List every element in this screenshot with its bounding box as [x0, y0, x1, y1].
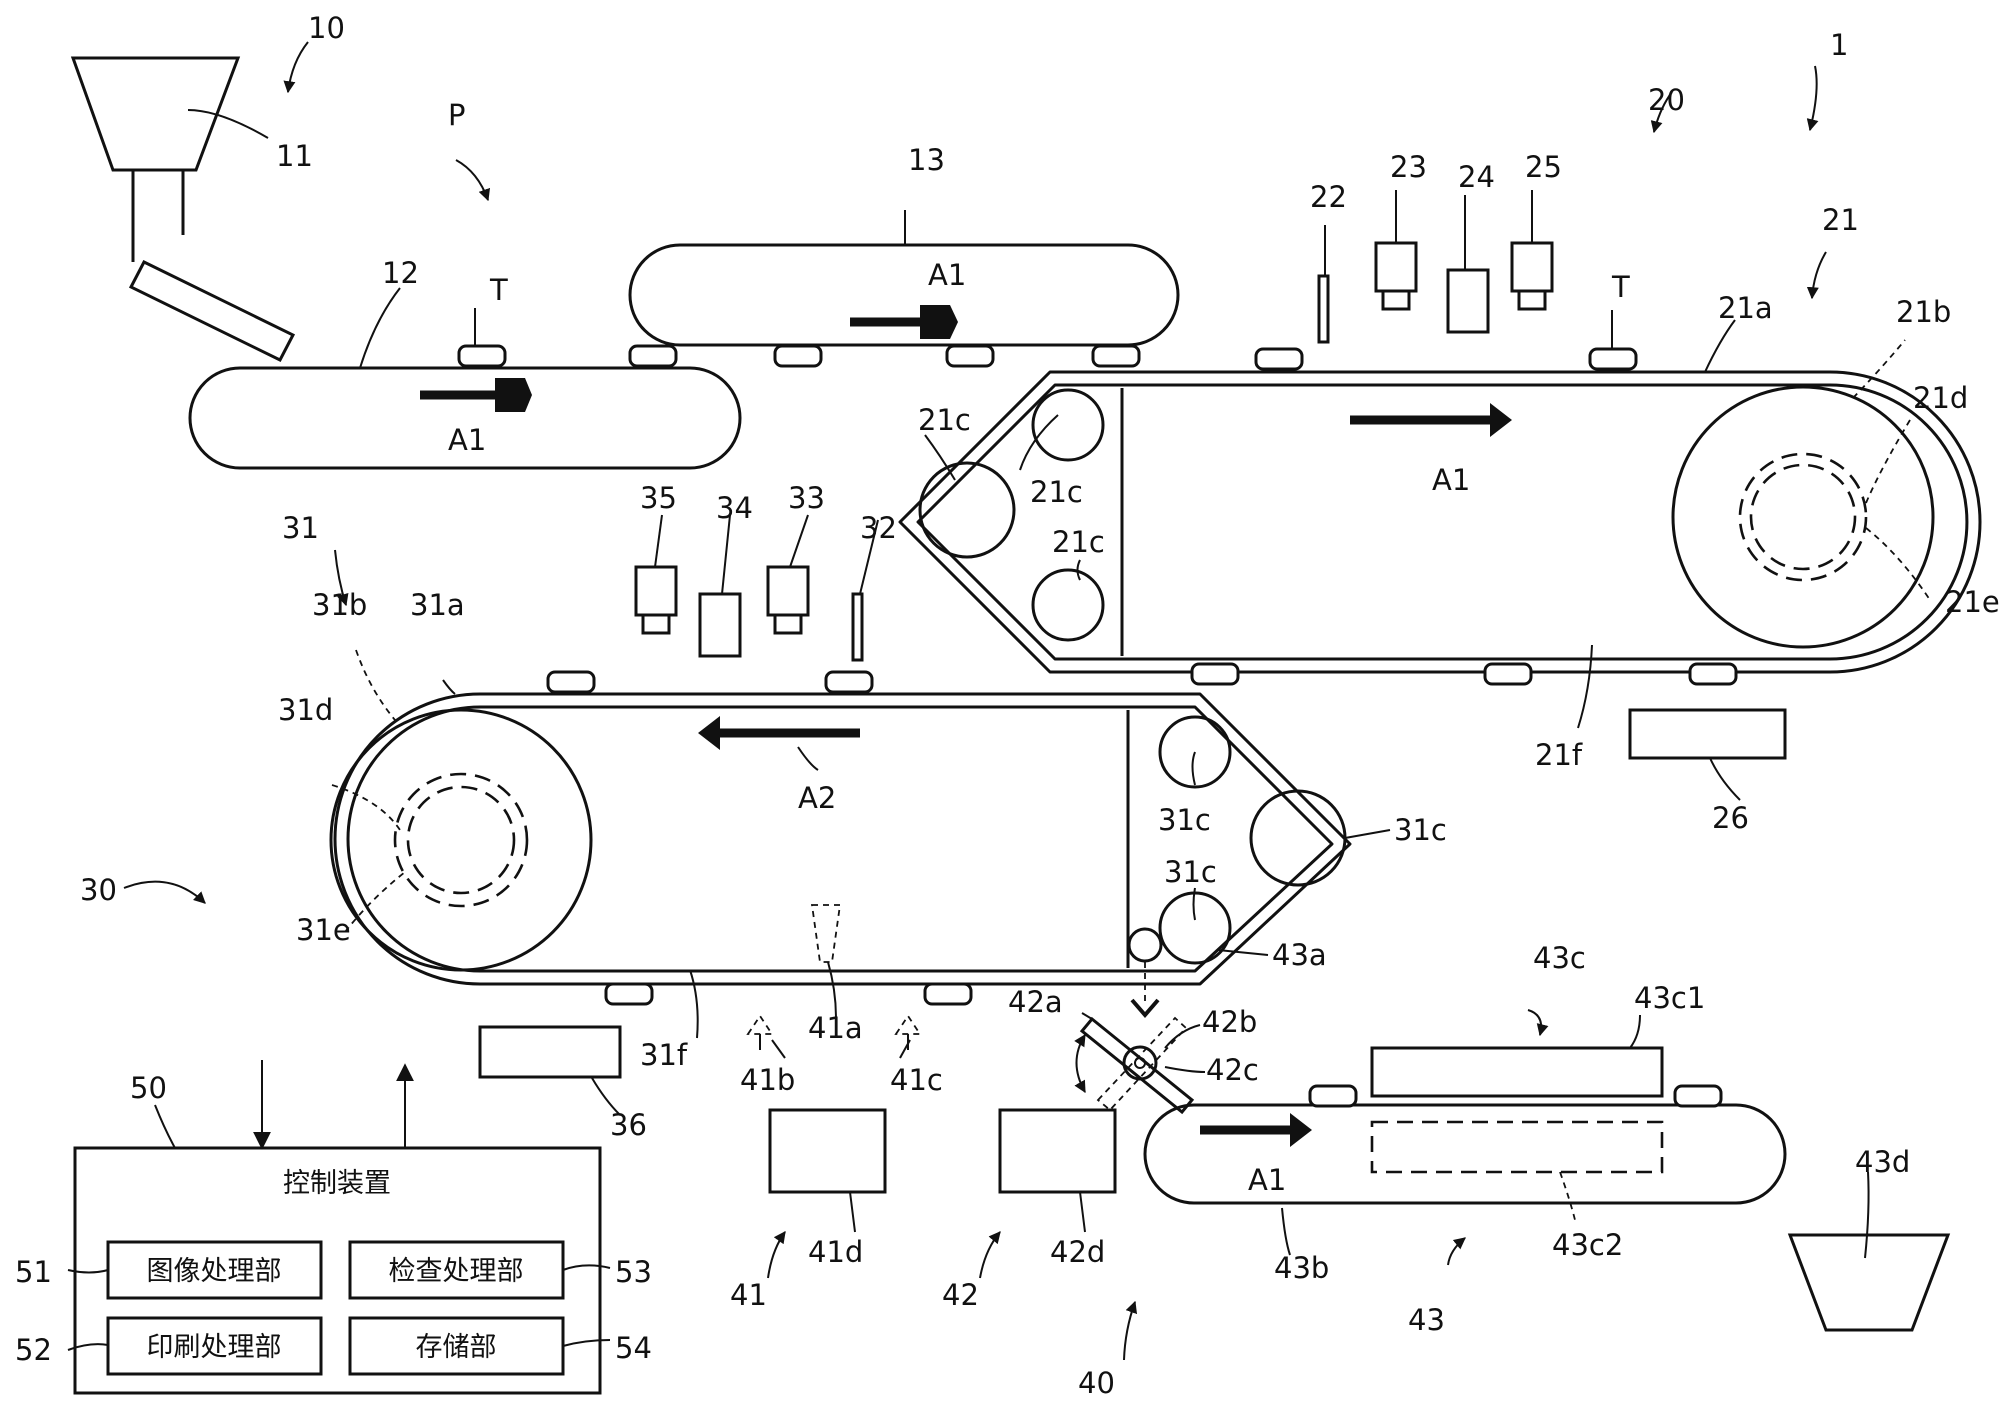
- label-21c-top: 21c: [1030, 475, 1083, 509]
- label-11: 11: [276, 139, 313, 173]
- label-40: 40: [1078, 1366, 1115, 1400]
- label-A1-second: A1: [928, 258, 966, 292]
- storage-unit: 存储部: [416, 1332, 497, 1363]
- label-31c-bottom: 31c: [1164, 855, 1217, 889]
- label-24: 24: [1458, 160, 1495, 194]
- label-21: 21: [1822, 203, 1859, 237]
- inspection-processing-unit: 检查处理部: [389, 1256, 524, 1287]
- conveyor-13: [628, 210, 1180, 368]
- label-43d: 43d: [1855, 1145, 1910, 1179]
- label-A1-third: A1: [1432, 463, 1470, 497]
- label-41d: 41d: [808, 1235, 863, 1269]
- collection-bin-43d: [1787, 1233, 1951, 1332]
- print-processing-unit: 印刷处理部: [147, 1332, 282, 1363]
- label-31a: 31a: [410, 588, 465, 622]
- label-21e: 21e: [1945, 585, 2000, 619]
- label-42: 42: [942, 1278, 979, 1312]
- sorting-section-40: [746, 962, 1195, 1194]
- label-54: 54: [615, 1331, 652, 1365]
- label-42d: 42d: [1050, 1235, 1105, 1269]
- label-53: 53: [615, 1255, 652, 1289]
- label-43c: 43c: [1533, 941, 1586, 975]
- device-36: [478, 1025, 622, 1079]
- label-35: 35: [640, 481, 677, 515]
- sensor-group-30: [634, 565, 864, 662]
- conveyor-21: [898, 347, 1982, 686]
- label-41c: 41c: [890, 1063, 943, 1097]
- label-43a: 43a: [1272, 938, 1327, 972]
- label-51: 51: [15, 1255, 52, 1289]
- label-43c2: 43c2: [1552, 1228, 1623, 1262]
- conveyor-43b: [1143, 1046, 1787, 1205]
- label-41a: 41a: [808, 1011, 863, 1045]
- label-20: 20: [1648, 83, 1685, 117]
- control-device-title: 控制装置: [283, 1168, 391, 1199]
- leader-lines: [67, 190, 1931, 1351]
- label-26: 26: [1712, 801, 1749, 835]
- label-21a: 21a: [1718, 291, 1773, 325]
- device-26: [1628, 708, 1787, 760]
- label-23: 23: [1390, 150, 1427, 184]
- label-25: 25: [1525, 150, 1562, 184]
- label-31d: 31d: [278, 693, 333, 727]
- image-processing-unit: 图像处理部: [147, 1256, 282, 1287]
- label-1: 1: [1830, 28, 1848, 62]
- label-P: P: [448, 98, 466, 132]
- reference-labels: 10 11 P 12 T A1 13 A1 22 23 24 25 20 1 2…: [15, 11, 2000, 1400]
- label-31: 31: [282, 511, 319, 545]
- label-10: 10: [308, 11, 345, 45]
- label-42c: 42c: [1206, 1053, 1259, 1087]
- label-52: 52: [15, 1333, 52, 1367]
- label-43b: 43b: [1274, 1251, 1329, 1285]
- label-50: 50: [130, 1071, 167, 1105]
- label-43: 43: [1408, 1303, 1445, 1337]
- label-31f: 31f: [640, 1038, 688, 1072]
- conveyor-31: [329, 670, 1352, 1006]
- label-T2: T: [1611, 270, 1630, 304]
- label-34: 34: [716, 491, 753, 525]
- label-21b: 21b: [1896, 295, 1951, 329]
- label-21f: 21f: [1535, 738, 1583, 772]
- conveyor-12: [188, 287, 742, 470]
- label-13: 13: [908, 143, 945, 177]
- label-22: 22: [1310, 180, 1347, 214]
- label-36: 36: [610, 1108, 647, 1142]
- label-41: 41: [730, 1278, 767, 1312]
- label-30: 30: [80, 873, 117, 907]
- label-42b: 42b: [1202, 1005, 1257, 1039]
- sensor-group-20: [1317, 241, 1554, 344]
- label-21c-left: 21c: [918, 403, 971, 437]
- label-41b: 41b: [740, 1063, 795, 1097]
- label-A1-fourth: A1: [1248, 1163, 1286, 1197]
- label-31c-top: 31c: [1158, 803, 1211, 837]
- label-A2: A2: [798, 781, 836, 815]
- label-A1-first: A1: [448, 423, 486, 457]
- label-31c-right: 31c: [1394, 813, 1447, 847]
- hopper-feeder: [70, 56, 296, 362]
- pointer-arrows: [123, 41, 1827, 1361]
- label-21d: 21d: [1913, 381, 1968, 415]
- label-42a: 42a: [1008, 985, 1063, 1019]
- label-21c-bottom: 21c: [1052, 525, 1105, 559]
- control-device-text: 控制装置 图像处理部 检查处理部 印刷处理部 存储部: [147, 1168, 524, 1363]
- label-31e: 31e: [296, 913, 351, 947]
- label-31b: 31b: [312, 588, 367, 622]
- label-12: 12: [382, 256, 419, 290]
- label-T1: T: [489, 273, 508, 307]
- label-43c1: 43c1: [1634, 981, 1705, 1015]
- label-32: 32: [860, 511, 897, 545]
- label-33: 33: [788, 481, 825, 515]
